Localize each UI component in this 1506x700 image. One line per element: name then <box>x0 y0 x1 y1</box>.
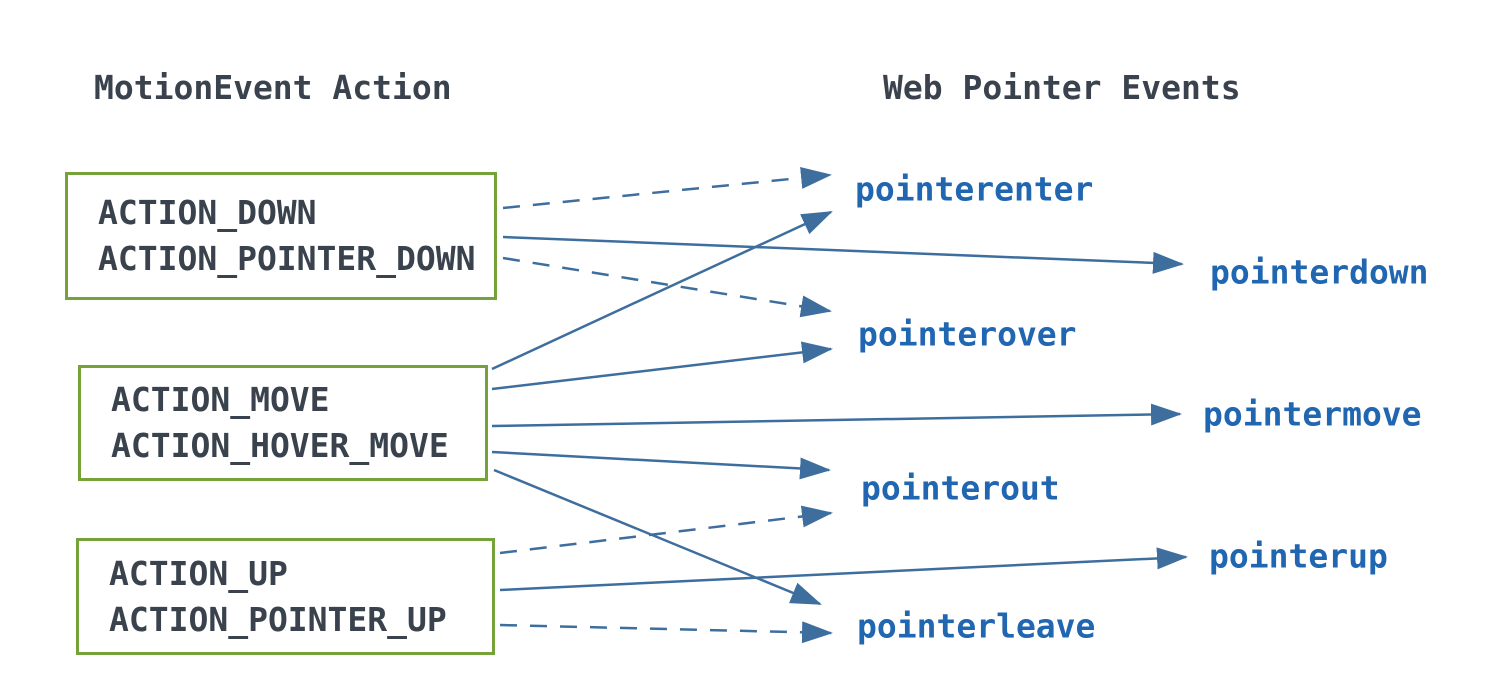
action-label-action-pointer-up: ACTION_POINTER_UP <box>109 599 447 639</box>
edge-move-to-pointerleave <box>493 468 822 606</box>
action-label-action-down: ACTION_DOWN <box>98 193 317 232</box>
edge-move-to-pointermove <box>491 403 1182 428</box>
event-label-pointermove: pointermove <box>1203 394 1422 434</box>
edge-move-to-pointerout <box>491 450 831 480</box>
action-label-action-hover-move: ACTION_HOVER_MOVE <box>111 426 449 465</box>
edge-up-to-pointerout <box>499 505 833 555</box>
event-label-pointerover: pointerover <box>858 314 1077 354</box>
column-header-web-pointer-events: Web Pointer Events <box>883 68 1241 107</box>
event-label-pointerleave: pointerleave <box>857 606 1096 646</box>
action-box-move: ACTION_MOVE ACTION_HOVER_MOVE <box>78 365 488 481</box>
event-label-pointerout: pointerout <box>861 468 1060 508</box>
action-box-up: ACTION_UP ACTION_POINTER_UP <box>76 538 495 655</box>
event-label-pointerenter: pointerenter <box>855 169 1094 209</box>
edge-down-to-pointerover <box>502 256 832 318</box>
edge-down-to-pointerenter <box>502 166 832 210</box>
action-box-down: ACTION_DOWN ACTION_POINTER_DOWN <box>65 172 497 300</box>
event-label-pointerup: pointerup <box>1209 536 1388 576</box>
column-header-motionevent-action: MotionEvent Action <box>94 68 452 107</box>
edge-move-to-pointerover <box>491 341 833 391</box>
action-label-action-up: ACTION_UP <box>109 553 288 593</box>
action-label-action-pointer-down: ACTION_POINTER_DOWN <box>98 239 476 278</box>
edge-up-to-pointerup <box>499 547 1188 592</box>
edge-up-to-pointerleave <box>499 621 833 644</box>
action-label-action-move: ACTION_MOVE <box>111 380 330 419</box>
edge-down-to-pointerdown <box>502 235 1184 274</box>
event-label-pointerdown: pointerdown <box>1210 252 1429 292</box>
edge-move-to-pointerenter <box>491 210 833 371</box>
